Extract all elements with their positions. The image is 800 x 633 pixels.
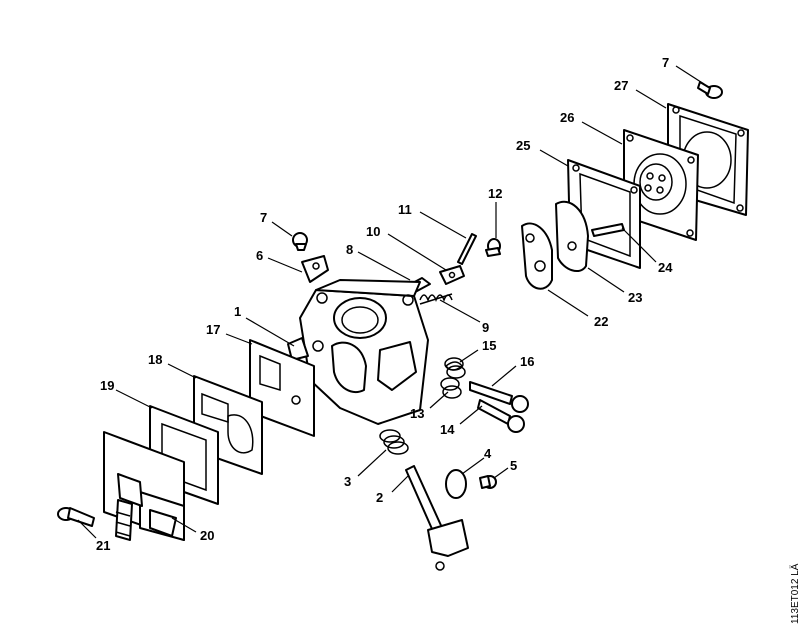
callout-18: 18 — [148, 352, 162, 367]
part-13-spring — [440, 377, 462, 399]
part-21-screw — [57, 507, 95, 527]
callout-7-left: 7 — [260, 210, 267, 225]
callout-16: 16 — [520, 354, 534, 369]
part-15-spring — [444, 357, 466, 379]
part-14-adjusting-screw — [477, 399, 525, 433]
callout-3: 3 — [344, 474, 351, 489]
callout-26: 26 — [560, 110, 574, 125]
part-7-screw-top — [697, 81, 723, 99]
callout-14: 14 — [440, 422, 455, 437]
part-3-spring — [379, 429, 409, 455]
callout-5: 5 — [510, 458, 517, 473]
callout-1: 1 — [234, 304, 241, 319]
leader-lines — [77, 65, 705, 539]
part-26-pump-diaphragm — [623, 129, 699, 241]
callout-11: 11 — [398, 202, 412, 217]
part-9-spring — [419, 293, 453, 305]
part-17-gasket — [249, 339, 315, 437]
callout-22: 22 — [594, 314, 608, 329]
part-2-throttle-shaft — [405, 465, 469, 571]
part-6-bracket — [301, 255, 329, 283]
callout-2: 2 — [376, 490, 383, 505]
callout-6: 6 — [256, 248, 263, 263]
callout-19: 19 — [100, 378, 114, 393]
callout-7-top: 7 — [662, 55, 669, 70]
part-23-lever-plate — [555, 200, 589, 273]
callout-4: 4 — [484, 446, 492, 461]
callout-27: 27 — [614, 78, 628, 93]
callout-8: 8 — [346, 242, 353, 257]
callout-9: 9 — [482, 320, 489, 335]
part-4-throttle-plate — [445, 469, 467, 499]
callout-20: 20 — [200, 528, 214, 543]
part-22-metering-lever — [521, 222, 553, 290]
drawing-code: 113ET012 LÄ — [789, 563, 800, 624]
callout-13: 13 — [410, 406, 424, 421]
callout-15: 15 — [482, 338, 496, 353]
callout-17: 17 — [206, 322, 220, 337]
part-16-adjusting-screw — [469, 381, 529, 413]
part-7-screw-left — [292, 232, 308, 251]
part-10-inlet-lever — [439, 265, 465, 285]
part-20-end-cover — [103, 431, 185, 541]
callout-23: 23 — [628, 290, 642, 305]
callout-21: 21 — [96, 538, 110, 553]
carburetor-body — [287, 279, 429, 425]
part-5-screw — [479, 475, 497, 489]
callout-25: 25 — [516, 138, 530, 153]
callout-10: 10 — [366, 224, 380, 239]
callout-12: 12 — [488, 186, 502, 201]
callout-24: 24 — [658, 260, 673, 275]
callout-labels: 7 27 26 25 24 23 22 12 11 10 8 9 7 6 1 1… — [96, 55, 673, 553]
part-12-screw — [485, 238, 501, 257]
part-11-pin — [457, 233, 477, 265]
